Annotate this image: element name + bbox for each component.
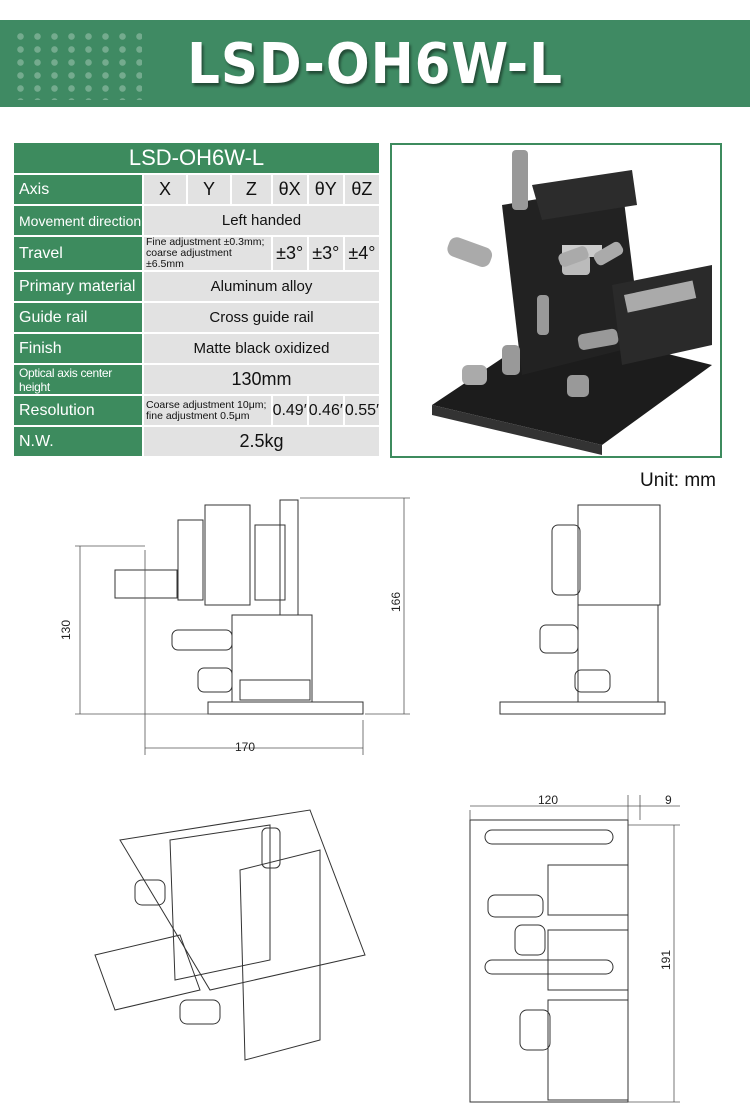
axis-y: Y — [188, 175, 231, 204]
table-row-material: Primary material Aluminum alloy — [14, 272, 379, 301]
dim-130: 130 — [59, 620, 73, 640]
title-banner: LSD-OH6W-L — [0, 20, 750, 107]
dot-pattern-decoration — [12, 30, 142, 100]
table-row-resolution: Resolution Coarse adjustment 10μm;fine a… — [14, 396, 379, 425]
axis-theta-x: θX — [272, 175, 307, 204]
resolution-theta-x: 0.49′ — [272, 396, 307, 425]
axis-theta-y: θY — [308, 175, 343, 204]
resolution-linear: Coarse adjustment 10μm;fine adjustment 0… — [144, 396, 271, 425]
table-row-finish: Finish Matte black oxidized — [14, 334, 379, 363]
side-view-drawing — [114, 499, 364, 715]
row-value: 130mm — [144, 365, 379, 394]
row-label: Travel — [14, 237, 142, 270]
row-label: Movement direction — [14, 206, 142, 235]
table-title: LSD-OH6W-L — [14, 143, 379, 173]
row-label: Optical axis center height — [14, 365, 142, 394]
row-value: 2.5kg — [144, 427, 379, 456]
dim-170: 170 — [235, 740, 255, 754]
travel-linear-line1: Fine adjustment ±0.3mm; — [146, 236, 265, 248]
row-value: Aluminum alloy — [144, 272, 379, 301]
travel-linear: Fine adjustment ±0.3mm;coarse adjustment… — [144, 237, 271, 270]
resolution-linear-line1: Coarse adjustment 10μm; — [146, 398, 267, 411]
dim-120: 120 — [538, 793, 558, 807]
axis-z: Z — [232, 175, 271, 204]
front-view-drawing — [499, 504, 666, 715]
row-label: Resolution — [14, 396, 142, 425]
resolution-theta-z: 0.55′ — [344, 396, 379, 425]
dim-166: 166 — [389, 592, 403, 612]
row-label: Axis — [14, 175, 142, 204]
table-row-optical-axis: Optical axis center height 130mm — [14, 365, 379, 394]
axis-theta-z: θZ — [344, 175, 379, 204]
dim-191: 191 — [659, 950, 673, 970]
dim-9: 9 — [665, 793, 672, 807]
top-view-drawing — [469, 819, 629, 1103]
resolution-linear-line2: fine adjustment 0.5μm — [146, 409, 250, 422]
travel-theta-y: ±3° — [308, 237, 343, 270]
travel-theta-x: ±3° — [272, 237, 307, 270]
travel-theta-z: ±4° — [344, 237, 379, 270]
row-label: Finish — [14, 334, 142, 363]
row-label: Guide rail — [14, 303, 142, 332]
table-row-weight: N.W. 2.5kg — [14, 427, 379, 456]
row-value: Left handed — [144, 206, 379, 235]
row-value: Matte black oxidized — [144, 334, 379, 363]
table-row-travel: Travel Fine adjustment ±0.3mm;coarse adj… — [14, 237, 379, 270]
table-row-axis: Axis X Y Z θX θY θZ — [14, 175, 379, 204]
table-row-movement: Movement direction Left handed — [14, 206, 379, 235]
product-photo — [390, 143, 722, 458]
row-value: Cross guide rail — [144, 303, 379, 332]
row-label: N.W. — [14, 427, 142, 456]
isometric-view-drawing — [94, 809, 366, 1061]
unit-label: Unit: mm — [640, 470, 716, 491]
technical-drawings: 130 166 170 120 9 191 — [59, 497, 680, 1103]
banner-title: LSD-OH6W-L — [187, 32, 563, 97]
table-row-guide-rail: Guide rail Cross guide rail — [14, 303, 379, 332]
resolution-theta-y: 0.46′ — [308, 396, 343, 425]
travel-linear-line2: coarse adjustment ±6.5mm — [146, 247, 232, 270]
spec-table: LSD-OH6W-L Axis X Y Z θX θY θZ Movement … — [12, 141, 381, 458]
axis-x: X — [144, 175, 187, 204]
row-label: Primary material — [14, 272, 142, 301]
